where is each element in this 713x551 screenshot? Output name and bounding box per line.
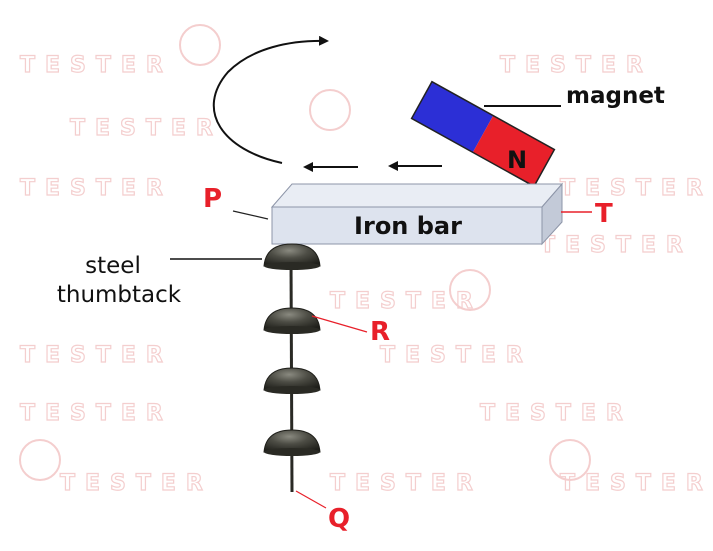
steel-thumbtack-label-line2: thumbtack xyxy=(57,282,182,308)
iron-bar-label: Iron bar xyxy=(354,212,462,240)
watermark-layer: TESTER TESTER TESTER TESTER TESTER TESTE… xyxy=(19,24,713,497)
thumbtack-1 xyxy=(263,243,321,270)
label-q: Q xyxy=(328,504,350,534)
watermark-seal xyxy=(309,89,351,131)
bar-magnet xyxy=(410,80,556,188)
watermark-text: TESTER xyxy=(20,176,173,201)
watermark-text: TESTER xyxy=(330,471,483,496)
watermark-seal xyxy=(19,439,61,481)
magnet-south-half xyxy=(411,81,494,153)
steel-thumbtack-label-line1: steel xyxy=(85,253,141,279)
watermark-text: TESTER xyxy=(540,233,693,258)
watermark-seal xyxy=(179,24,221,66)
watermark-text: TESTER xyxy=(70,116,223,141)
r-leader-line xyxy=(311,315,368,333)
label-r: R xyxy=(370,317,390,347)
watermark-seal xyxy=(549,439,591,481)
watermark-text: TESTER xyxy=(20,401,173,426)
watermark-seal xyxy=(449,269,491,311)
watermark-text: TESTER xyxy=(480,401,633,426)
thumbtack-4 xyxy=(263,429,321,456)
watermark-text: TESTER xyxy=(20,343,173,368)
curved-motion-arrow xyxy=(212,35,329,164)
iron-bar xyxy=(270,182,564,246)
thumbtack-3 xyxy=(263,367,321,394)
iron-bar-front xyxy=(271,206,543,245)
north-pole-label: N xyxy=(507,146,527,174)
watermark-text: TESTER xyxy=(500,53,653,78)
q-leader-line xyxy=(295,490,327,509)
watermark-text: TESTER xyxy=(380,343,533,368)
label-p: P xyxy=(203,184,222,214)
label-t: T xyxy=(595,199,613,229)
p-leader-line xyxy=(232,210,269,220)
iron-bar-top xyxy=(270,183,564,208)
magnet-label: magnet xyxy=(566,83,665,109)
watermark-text: TESTER xyxy=(560,176,713,201)
thumbtack-2 xyxy=(263,307,321,334)
magnet-north-half xyxy=(472,115,555,187)
watermark-text: TESTER xyxy=(330,289,483,314)
watermark-text: TESTER xyxy=(20,53,173,78)
watermark-text: TESTER xyxy=(60,471,213,496)
